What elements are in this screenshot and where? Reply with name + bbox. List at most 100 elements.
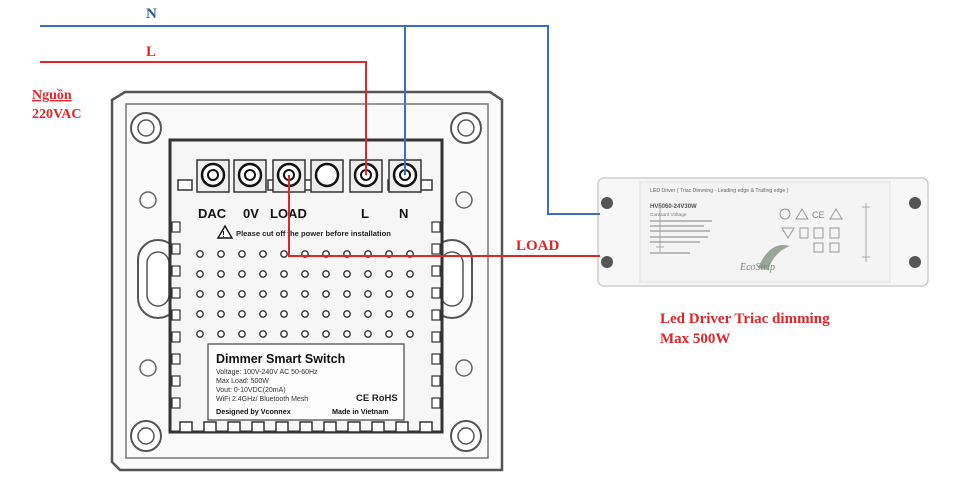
vent-dot — [196, 290, 204, 298]
vent-dot — [196, 330, 204, 338]
top-tooth — [177, 179, 193, 191]
dimmer-switch-frame: DAC 0V LOAD L N ! Please cut off the pow… — [110, 90, 504, 472]
vent-dot — [406, 270, 414, 278]
side-tooth — [171, 375, 181, 387]
module-side-teeth — [171, 221, 441, 409]
power-source-label-line2: 220VAC — [32, 107, 82, 122]
vent-dot — [343, 330, 351, 338]
bottom-tooth — [395, 421, 409, 433]
bottom-tooth — [371, 421, 385, 433]
vent-dot — [280, 290, 288, 298]
vent-dot — [385, 270, 393, 278]
brand-swoosh-icon — [758, 244, 790, 270]
side-tooth — [431, 353, 441, 365]
vent-dot — [385, 310, 393, 318]
vent-dot — [238, 270, 246, 278]
driver-wire-left-icon — [656, 203, 664, 252]
vent-dot — [238, 330, 246, 338]
live-wire-to-switch — [40, 61, 367, 175]
driver-brand: EcoStrip — [739, 262, 775, 273]
vent-dot — [238, 310, 246, 318]
vent-dot — [217, 330, 225, 338]
side-tooth — [431, 221, 441, 233]
driver-cert-icons: CE — [779, 208, 843, 253]
vent-dot — [280, 310, 288, 318]
screw-hole-top-right — [450, 112, 482, 144]
side-tooth — [431, 309, 441, 321]
spec-wireless: WiFi 2.4GHz/ Bluetooth Mesh — [216, 396, 308, 403]
side-tooth — [431, 265, 441, 277]
led-driver: LED Driver ( Triac Dimming - Leading edg… — [597, 177, 929, 287]
vent-dot — [259, 330, 267, 338]
module-bottom-teeth — [179, 421, 433, 433]
side-tooth — [171, 287, 181, 299]
neutral-wire-to-driver — [40, 25, 600, 215]
cert-marks: CE RoHS — [356, 393, 398, 404]
side-tooth — [431, 397, 441, 409]
spec-max-load: Max Load: 500W — [216, 378, 269, 385]
warning-notice: ! Please cut off the power before instal… — [216, 224, 391, 239]
vent-dot — [322, 310, 330, 318]
vent-dot — [217, 290, 225, 298]
switch-title: Dimmer Smart Switch — [216, 352, 345, 366]
vent-dot — [238, 290, 246, 298]
svg-text:CE: CE — [812, 210, 825, 220]
driver-caption-line2: Max 500W — [660, 331, 730, 347]
vent-dot — [343, 290, 351, 298]
vent-dot — [259, 270, 267, 278]
terminal-label-dac: DAC — [198, 206, 227, 221]
vent-dot-grid — [196, 250, 414, 338]
side-tooth — [431, 287, 441, 299]
vent-dot — [217, 250, 225, 258]
vent-dot — [280, 250, 288, 258]
vent-dot — [364, 310, 372, 318]
bottom-tooth — [419, 421, 433, 433]
bottom-tooth — [227, 421, 241, 433]
bottom-tooth — [251, 421, 265, 433]
bottom-tooth — [275, 421, 289, 433]
bottom-tooth — [347, 421, 361, 433]
warning-icon — [216, 224, 234, 239]
vent-dot — [196, 250, 204, 258]
vent-dot — [322, 290, 330, 298]
vent-dot — [301, 290, 309, 298]
warning-text: Please cut off the power before installa… — [236, 229, 391, 238]
screw-hole-top-left — [130, 112, 162, 144]
wires — [40, 25, 600, 257]
vent-dot — [280, 330, 288, 338]
vent-dot — [406, 330, 414, 338]
driver-spec-lines — [650, 220, 712, 254]
vent-dot — [301, 270, 309, 278]
made-in: Made in Vietnam — [332, 407, 389, 416]
side-tooth — [171, 309, 181, 321]
spec-voltage: Voltage: 100V-240V AC 50-60Hz — [216, 369, 318, 376]
spec-vout: Vout: 0-10VDC(20mA) — [216, 387, 286, 394]
side-tooth — [171, 331, 181, 343]
vent-dot — [301, 330, 309, 338]
vent-dot — [343, 310, 351, 318]
vent-dot — [196, 270, 204, 278]
driver-caption-line1: Led Driver Triac dimming — [660, 311, 830, 327]
terminal-screw — [310, 159, 344, 193]
power-source-label-line1: Nguồn — [32, 88, 72, 103]
neutral-wire-label: N — [146, 6, 157, 22]
side-tooth — [171, 265, 181, 277]
side-tooth — [431, 243, 441, 255]
side-tooth — [431, 331, 441, 343]
terminal-screw — [233, 159, 267, 193]
driver-model: HV5060-24V30W — [650, 204, 697, 210]
mount-slot-left — [137, 239, 179, 319]
load-wire-label: LOAD — [516, 238, 560, 254]
side-tooth — [171, 397, 181, 409]
driver-wire-right-icon — [862, 203, 870, 262]
designed-by: Designed by Vconnex — [216, 407, 291, 416]
terminal-label-0v: 0V — [243, 206, 259, 221]
bottom-tooth — [179, 421, 193, 433]
vent-dot — [406, 310, 414, 318]
driver-mount-screws — [601, 197, 921, 268]
vent-dot — [385, 290, 393, 298]
vent-dot — [343, 270, 351, 278]
vent-dot — [259, 310, 267, 318]
vent-dot — [364, 330, 372, 338]
